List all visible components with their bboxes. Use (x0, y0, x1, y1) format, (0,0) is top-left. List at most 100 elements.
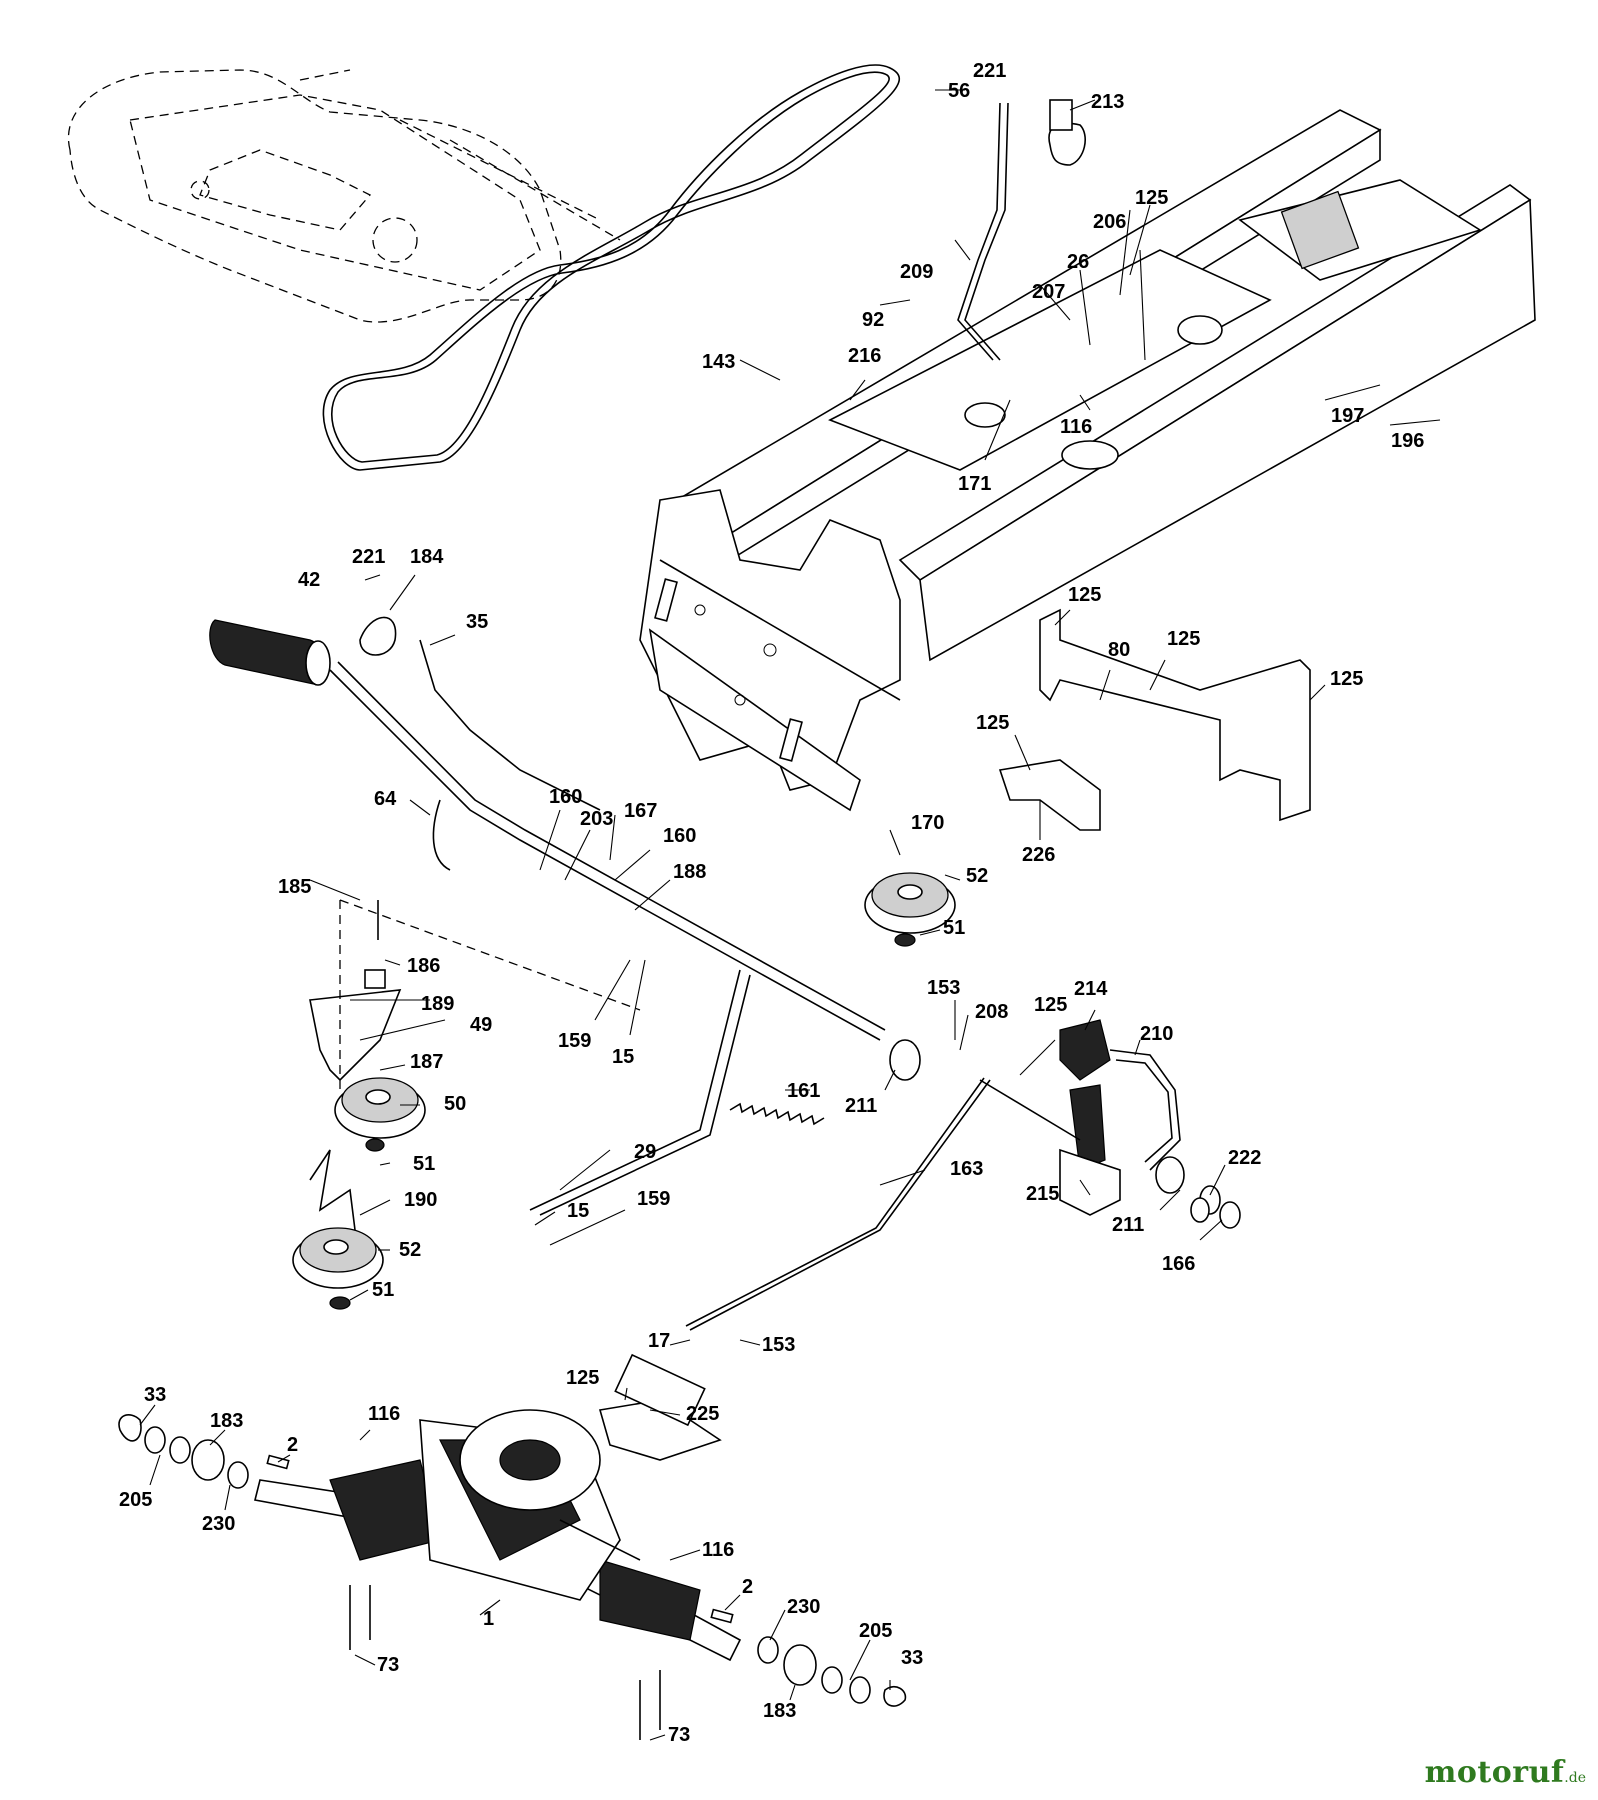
part-number-125: 125 (1135, 187, 1168, 209)
part-number-213: 213 (1091, 91, 1124, 113)
part-number-125-e: 125 (976, 712, 1009, 734)
part-number-221: 221 (973, 60, 1006, 82)
part-number-185: 185 (278, 876, 311, 898)
handle-grip (209, 616, 397, 686)
part-number-184: 184 (410, 546, 444, 568)
part-number-52: 52 (966, 865, 988, 887)
part-number-170: 170 (911, 812, 944, 834)
part-number-222: 222 (1228, 1147, 1261, 1169)
brake-pedal-assembly (685, 1019, 1221, 1331)
part-number-183-b: 183 (763, 1700, 796, 1722)
part-number-214: 214 (1074, 978, 1108, 1000)
part-number-125-g: 125 (566, 1367, 599, 1389)
part-number-160: 160 (549, 786, 582, 808)
part-number-51-b: 51 (413, 1153, 435, 1175)
part-number-125-b: 125 (1068, 584, 1101, 606)
part-number-125-f: 125 (1034, 994, 1067, 1016)
part-number-203: 203 (580, 808, 613, 830)
part-number-160-b: 160 (663, 825, 696, 847)
part-number-42: 42 (298, 569, 320, 591)
part-number-29: 29 (634, 1141, 656, 1163)
part-number-230: 230 (202, 1513, 235, 1535)
part-number-208: 208 (975, 1001, 1008, 1023)
part-number-205: 205 (119, 1489, 152, 1511)
watermark-text: motoruf (1424, 1755, 1565, 1790)
left-pulley-assembly (292, 899, 641, 1310)
shift-lever (957, 99, 1086, 361)
part-number-207: 207 (1032, 281, 1065, 303)
part-number-35: 35 (466, 611, 488, 633)
part-number-159-b: 159 (637, 1188, 670, 1210)
part-number-210: 210 (1140, 1023, 1173, 1045)
part-number-51-c: 51 (372, 1279, 394, 1301)
part-number-49: 49 (470, 1014, 492, 1036)
part-number-171: 171 (958, 473, 991, 495)
part-number-2-b: 2 (742, 1576, 753, 1598)
part-number-50: 50 (444, 1093, 466, 1115)
spring-161 (729, 1102, 825, 1126)
part-number-230-b: 230 (787, 1596, 820, 1618)
part-number-33: 33 (144, 1384, 166, 1406)
part-number-125-d: 125 (1330, 668, 1363, 690)
part-number-17: 17 (648, 1330, 670, 1352)
part-number-209: 209 (900, 261, 933, 283)
part-number-125-c: 125 (1167, 628, 1200, 650)
part-labels: 221 56 213 125 206 26 209 207 92 143 216… (119, 60, 1424, 1746)
part-number-166: 166 (1162, 1253, 1195, 1275)
part-number-73: 73 (377, 1654, 399, 1676)
part-number-153-b: 153 (762, 1334, 795, 1356)
part-number-187: 187 (410, 1051, 443, 1073)
part-number-206: 206 (1093, 211, 1126, 233)
part-number-52-b: 52 (399, 1239, 421, 1261)
part-number-226: 226 (1022, 844, 1055, 866)
part-number-196: 196 (1391, 430, 1424, 452)
transaxle-bolts (349, 1585, 661, 1740)
part-number-15-b: 15 (567, 1200, 589, 1222)
part-number-211-b: 211 (1112, 1214, 1144, 1236)
part-number-143: 143 (702, 351, 735, 373)
part-number-186: 186 (407, 955, 440, 977)
part-number-92: 92 (862, 309, 884, 331)
part-number-190: 190 (404, 1189, 437, 1211)
tractor-frame (639, 109, 1536, 812)
mower-deck-outline (67, 69, 621, 323)
pedal-shaft (329, 639, 921, 1216)
rear-bracket (998, 608, 1311, 831)
part-number-197: 197 (1331, 405, 1364, 427)
transaxle (254, 1353, 742, 1662)
part-number-159: 159 (558, 1030, 591, 1052)
drive-belt (322, 64, 901, 471)
part-number-116-b: 116 (368, 1403, 400, 1425)
part-number-56: 56 (948, 80, 970, 102)
part-number-183: 183 (210, 1410, 243, 1432)
watermark-suffix: .de (1564, 1770, 1586, 1786)
idler-pulley-upper (864, 872, 956, 947)
part-number-221-b: 221 (352, 546, 385, 568)
watermark-logo: motoruf.de (1425, 1755, 1586, 1790)
part-number-216: 216 (848, 345, 881, 367)
part-number-211: 211 (845, 1095, 877, 1117)
right-axle-washers (757, 1197, 1241, 1707)
part-number-153: 153 (927, 977, 960, 999)
part-number-116: 116 (1060, 416, 1092, 438)
part-number-167: 167 (624, 800, 657, 822)
part-number-205-b: 205 (859, 1620, 892, 1642)
part-number-26: 26 (1067, 251, 1089, 273)
part-number-215: 215 (1026, 1183, 1059, 1205)
part-number-163: 163 (950, 1158, 983, 1180)
part-number-1: 1 (483, 1608, 494, 1630)
part-number-161: 161 (787, 1080, 820, 1102)
part-number-15: 15 (612, 1046, 634, 1068)
part-number-189: 189 (421, 993, 454, 1015)
part-number-2: 2 (287, 1434, 298, 1456)
part-number-188: 188 (673, 861, 706, 883)
part-number-80: 80 (1108, 639, 1130, 661)
part-number-73-b: 73 (668, 1724, 690, 1746)
part-number-225: 225 (686, 1403, 719, 1425)
part-number-51: 51 (943, 917, 965, 939)
part-number-33-b: 33 (901, 1647, 923, 1669)
part-number-116-c: 116 (702, 1539, 734, 1561)
leader-lines (139, 89, 1441, 1741)
left-axle-washers (118, 1414, 734, 1624)
